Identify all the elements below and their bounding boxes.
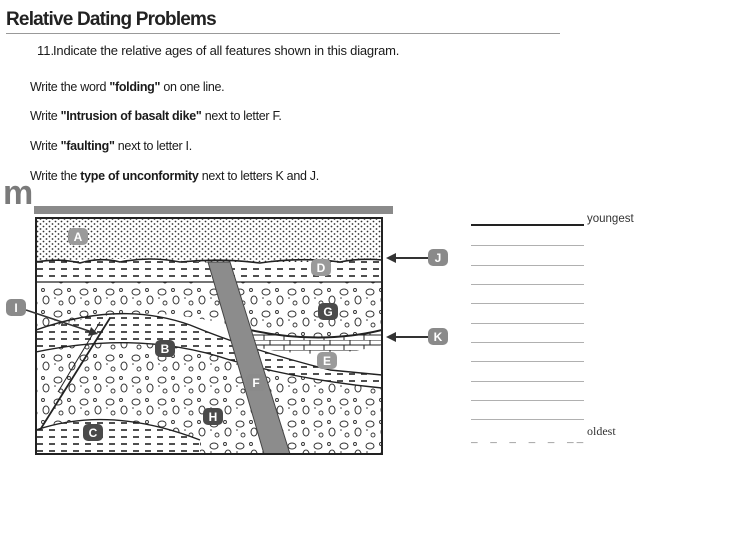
instruction-keyword: "Intrusion of basalt dike" xyxy=(60,109,202,123)
marker-label: K xyxy=(434,330,443,344)
marker-k: K xyxy=(428,328,448,345)
basalt-dike xyxy=(207,261,291,454)
answer-line-1[interactable] xyxy=(471,224,584,226)
marker-label: E xyxy=(323,354,331,368)
question-number: 11. xyxy=(37,43,55,58)
answer-line-8[interactable] xyxy=(471,361,584,362)
answer-line-6[interactable] xyxy=(471,323,584,324)
header-bar xyxy=(34,206,393,214)
instruction-text: Write xyxy=(30,139,61,153)
question-text: Indicate the relative ages of all featur… xyxy=(53,43,400,58)
answer-line-2[interactable] xyxy=(471,245,584,246)
instruction-keyword: type of unconformity xyxy=(80,169,199,183)
unconformity-j-line xyxy=(36,258,382,264)
marker-c: C xyxy=(83,424,103,441)
answer-line-11[interactable] xyxy=(471,419,584,420)
layer-c xyxy=(36,419,200,454)
instruction-text: Write the word xyxy=(30,80,110,94)
instruction-text: Write xyxy=(30,109,61,123)
marker-label: I xyxy=(14,301,17,315)
instruction-text: on one line. xyxy=(160,80,225,94)
fault-line xyxy=(39,317,111,431)
instruction-keyword: "folding" xyxy=(109,80,161,94)
marker-h: H xyxy=(203,408,223,425)
answer-line-3[interactable] xyxy=(471,265,584,266)
marker-a: A xyxy=(68,228,88,245)
instruction-text: Write the xyxy=(30,169,81,183)
marker-label: J xyxy=(435,251,442,265)
answer-line-10[interactable] xyxy=(471,400,584,401)
instruction-folding: Write the word "folding" on one line. xyxy=(30,80,225,94)
marker-label: F xyxy=(252,376,259,390)
marker-i: I xyxy=(6,299,26,316)
marker-label: C xyxy=(89,426,98,440)
oldest-label: oldest xyxy=(587,424,616,438)
marker-label: D xyxy=(317,261,326,275)
layer-g xyxy=(36,282,382,338)
marker-label: G xyxy=(323,305,332,319)
marker-label: H xyxy=(209,410,218,424)
instruction-text: next to letter F. xyxy=(201,109,282,123)
instruction-unconformity: Write the type of unconformity next to l… xyxy=(30,169,319,183)
marker-label: A xyxy=(74,230,83,244)
instruction-keyword: "faulting" xyxy=(60,139,115,153)
youngest-label: youngest xyxy=(587,213,634,225)
page-title: Relative Dating Problems xyxy=(6,9,217,30)
answer-line-7[interactable] xyxy=(471,342,584,343)
diagram-border xyxy=(35,217,383,455)
rock-layers xyxy=(36,218,382,454)
title-divider xyxy=(6,33,560,34)
answer-dash-line[interactable]: _ _ _ _ _ __ xyxy=(471,434,587,446)
geologic-cross-section: A B C D E F G H I J K xyxy=(6,217,448,455)
answer-line-9[interactable] xyxy=(471,381,584,382)
marker-b: B xyxy=(155,340,175,357)
marker-label: B xyxy=(161,342,170,356)
instruction-text: next to letters K and J. xyxy=(198,169,319,183)
instruction-dike: Write "Intrusion of basalt dike" next to… xyxy=(30,109,282,123)
marker-f: F xyxy=(246,374,266,391)
layer-a xyxy=(36,218,382,262)
instruction-faulting: Write "faulting" next to letter I. xyxy=(30,139,192,153)
watermark-letter: m xyxy=(3,174,34,212)
answer-line-4[interactable] xyxy=(471,284,584,285)
marker-g: G xyxy=(318,303,338,320)
marker-j: J xyxy=(428,249,448,266)
arrow-i xyxy=(25,309,93,333)
answer-line-5[interactable] xyxy=(471,303,584,304)
marker-e: E xyxy=(317,352,337,369)
instruction-text: next to letter I. xyxy=(114,139,192,153)
layer-b xyxy=(36,313,382,388)
marker-d: D xyxy=(311,259,331,276)
